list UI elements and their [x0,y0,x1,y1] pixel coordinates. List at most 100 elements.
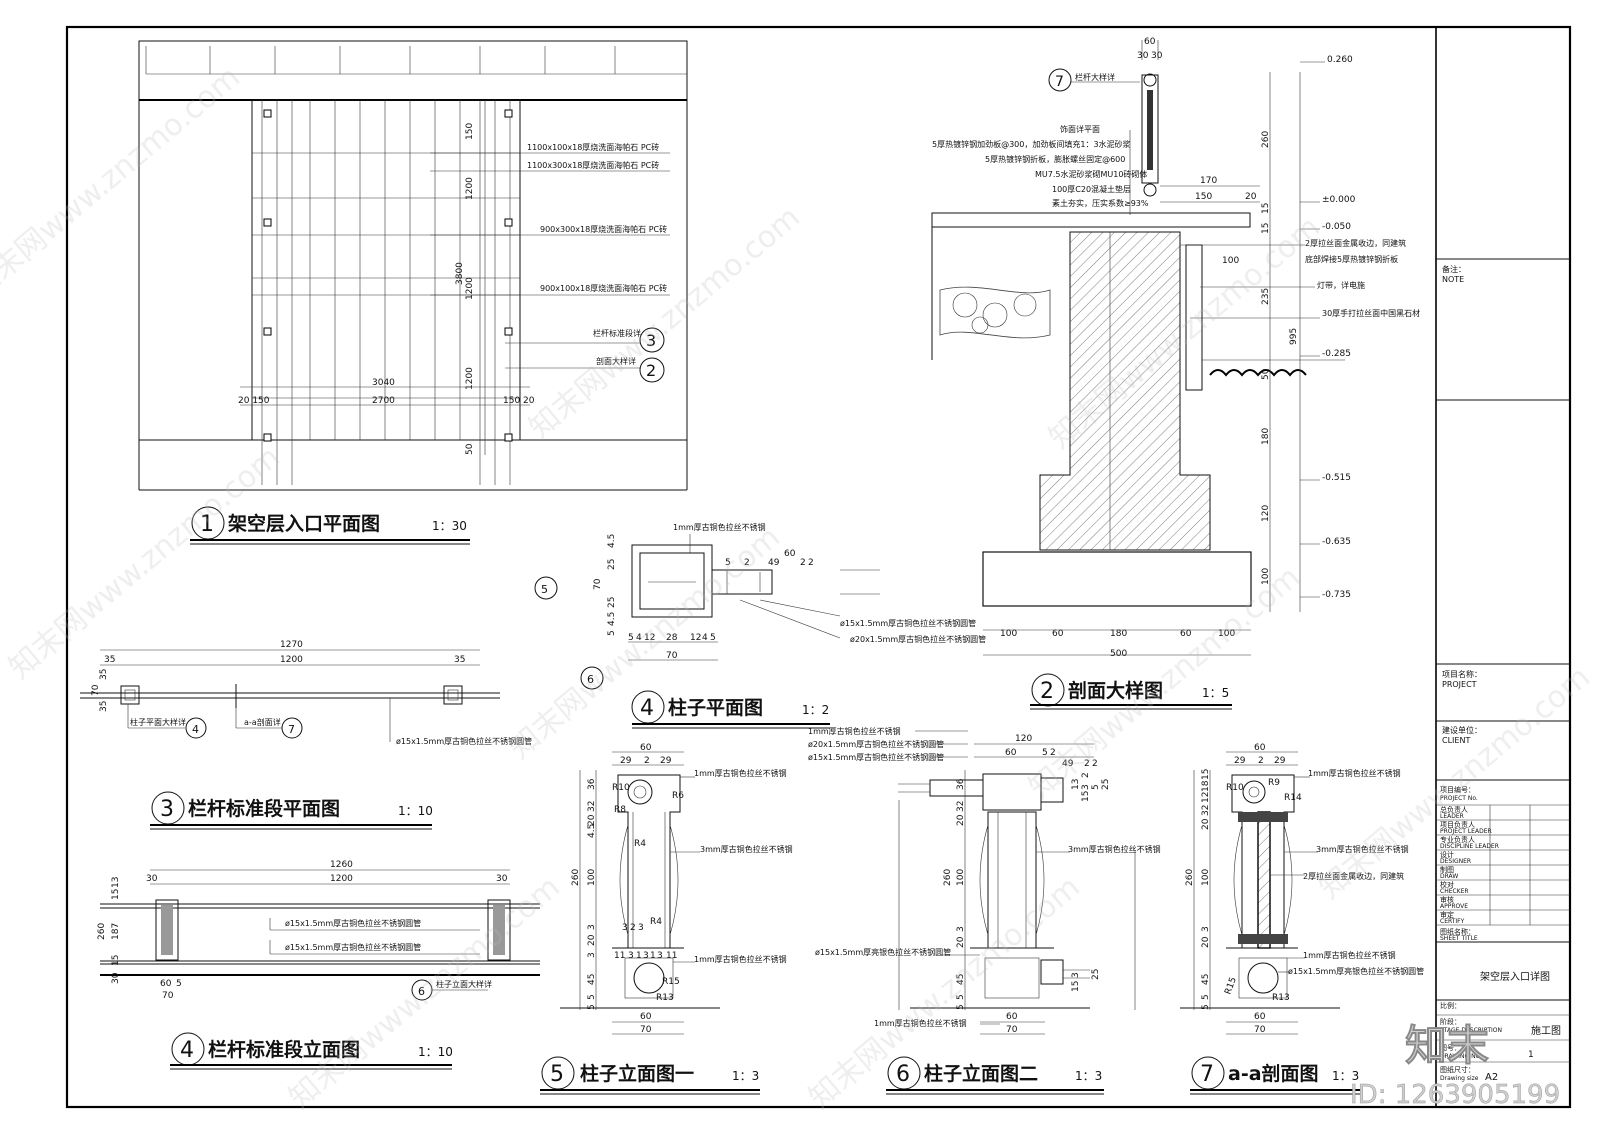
ce2-note-6: 1mm厚古铜色拉丝不锈钢 [874,1018,967,1028]
ce1-v-3b: 3 [587,952,597,958]
colplan-b-4b: 4 [702,633,708,643]
railplan-callout-2: a-a剖面详 [244,717,281,727]
ce2-v-32: 32 [956,801,966,812]
section-detail: 60 30 30 7 栏杆大样详 饰面详平面 5厚热镀锌钢加劲板@300，加劲板… [931,37,1420,710]
ce2-b-70: 70 [1006,1025,1018,1035]
tb-row-1-cn: 总负责人 [1440,805,1468,814]
ce2-note-3: ø15x1.5mm厚古铜色拉丝不锈钢圆管 [808,752,944,762]
ce2-v-100: 100 [956,869,966,886]
section-note-2: 底部焊接5厚热镀锌钢折板 [1305,254,1398,264]
title-4b-name: 栏杆标准段立面图 [208,1038,360,1061]
railelev-v-260: 260 [97,923,107,940]
tb-sheet-title-cn: 图纸名称： [1440,927,1475,936]
railelev-callout: 柱子立面大样详 [436,979,492,989]
title-2-name: 剖面大样图 [1068,679,1163,702]
ce1-r10: R10 [612,783,630,793]
watermark-6: 知末网www.znzmo.com [1023,560,1307,806]
brand-id: ID: 1263905199 [1350,1080,1560,1110]
tb-row-5-en: DRAW [1440,873,1458,880]
section-note-3: 灯带，详电施 [1317,280,1365,290]
ce1-v-20b: 20 [587,934,597,946]
tb-phase: 施工图 [1531,1024,1561,1037]
aa-v-12: 12 [1201,792,1211,803]
tb-row-8-cn: 审定 [1440,910,1454,919]
aa-v-32: 32 [1201,805,1211,816]
tb-note-en: NOTE [1442,275,1464,284]
colplan-left-70: 70 [593,578,603,590]
ce1-v-5a: 5 [587,994,597,1000]
colplan-dim-2: 2 [744,558,750,568]
column-plan: 1mm厚古铜色拉丝不锈钢 60 5 2 49 2 2 70 25 25 4.5 … [534,522,986,729]
ce1-b-60: 60 [640,1012,652,1022]
ce2-top-120: 120 [1015,734,1032,744]
aa-r10: R10 [1226,783,1244,793]
level-n0515: -0.515 [1322,473,1351,483]
title-4b-scale: 1：10 [418,1045,453,1059]
ce2-r-15: 15 [1081,791,1091,802]
title-7-name: a-a剖面图 [1228,1062,1319,1085]
aa-note-3: 2厚拉丝面金属收边，同建筑 [1303,871,1404,881]
ce1-mid-3d: 3 [643,951,649,961]
railelev-b-70: 70 [162,991,174,1001]
railelev-v-13: 13 [111,877,121,888]
tb-row-2-en: PROJECT LEADER [1440,828,1492,835]
ce2-top-5: 5 [1042,748,1048,758]
title-1-scale: 1：30 [432,519,467,533]
aa-v-18: 18 [1201,780,1211,792]
railplan-dim-1200: 1200 [280,655,303,665]
tb-sheet-title-en: SHEET TITLE [1440,935,1478,942]
ce1-mid-3e: 3 [657,951,663,961]
ce2-v-20: 20 [956,814,966,826]
tb-drawing-no-en: DRAWING NO. [1440,1053,1482,1060]
section-layer-6: 素土夯实，压实系数≥93% [1052,198,1149,208]
ce1-v-45: 4.5 [587,824,597,838]
aa-v-20b: 20 [1201,936,1211,948]
ce1-note-2: 3mm厚古铜色拉丝不锈钢 [700,844,793,854]
plan-label-3: 900x300x18厚烧洗面海帕石 PC砖 [540,224,667,234]
ce2-r-3: 3 [1081,784,1091,790]
tb-row-0-cn: 项目编号： [1440,785,1475,794]
section-top-30a: 30 [1137,51,1149,61]
level-n0285: -0.285 [1322,349,1351,359]
ce1-top-29b: 29 [660,756,672,766]
tb-row-3-cn: 专业负责人 [1440,835,1475,844]
section-b-60b: 60 [1180,629,1192,639]
section-v-50: 50 [1261,368,1271,380]
railelev-callout-num: 6 [418,985,425,998]
railelev-v-15: 15 [111,889,121,900]
aa-r9: R9 [1268,778,1280,788]
tb-row-1-en: LEADER [1440,813,1464,820]
ce2-v-5b: 5 [956,1004,966,1010]
ce1-v-3a: 3 [587,924,597,930]
railelev-b-5: 5 [176,979,182,989]
plan-label-1: 1100x100x18厚烧洗面海帕石 PC砖 [527,142,659,152]
ce2-top-60: 60 [1005,748,1017,758]
tb-row-7-cn: 审核 [1440,895,1454,904]
colplan-left-5: 5 [607,630,617,636]
ce1-v-100: 100 [587,869,597,886]
plan-dim-edge-right: 150 20 [503,396,535,406]
ce2-v-20b: 20 [956,936,966,948]
railplan-callout-1: 柱子平面大样详 [130,717,186,727]
aa-section: 60 29 2 29 R10 R9 R14 R15 R13 15 18 12 3… [1180,743,1424,1095]
aa-r13: R13 [1272,993,1290,1003]
level-n0050: -0.050 [1322,222,1351,232]
plan-dim-height: 3800 [455,262,465,285]
plan-callout-2-num: 2 [646,361,656,380]
title-7-scale: 1：3 [1332,1069,1359,1083]
section-v-995: 995 [1289,328,1299,345]
tb-row-5-cn: 制图 [1440,865,1454,874]
ce1-r4b: R4 [650,917,662,927]
title-3-num: 3 [160,797,174,822]
title-2-num: 2 [1040,679,1054,704]
ce1-top-29a: 29 [620,756,632,766]
plan-dim-total: 3040 [372,378,395,388]
title-5-num: 5 [550,1062,564,1087]
colplan-dim-49: 49 [768,558,780,568]
tb-project-cn: 项目名称： [1442,669,1482,679]
ce1-v-36: 36 [587,778,597,790]
plan-dim-v4: 1200 [465,367,475,390]
ce2-note-5: ø15x1.5mm厚亮银色拉丝不锈钢圆管 [815,947,951,957]
section-layer-4: MU7.5水泥砂浆砌MU10砖砌体 [1035,169,1147,179]
ce1-r8: R8 [614,805,626,815]
